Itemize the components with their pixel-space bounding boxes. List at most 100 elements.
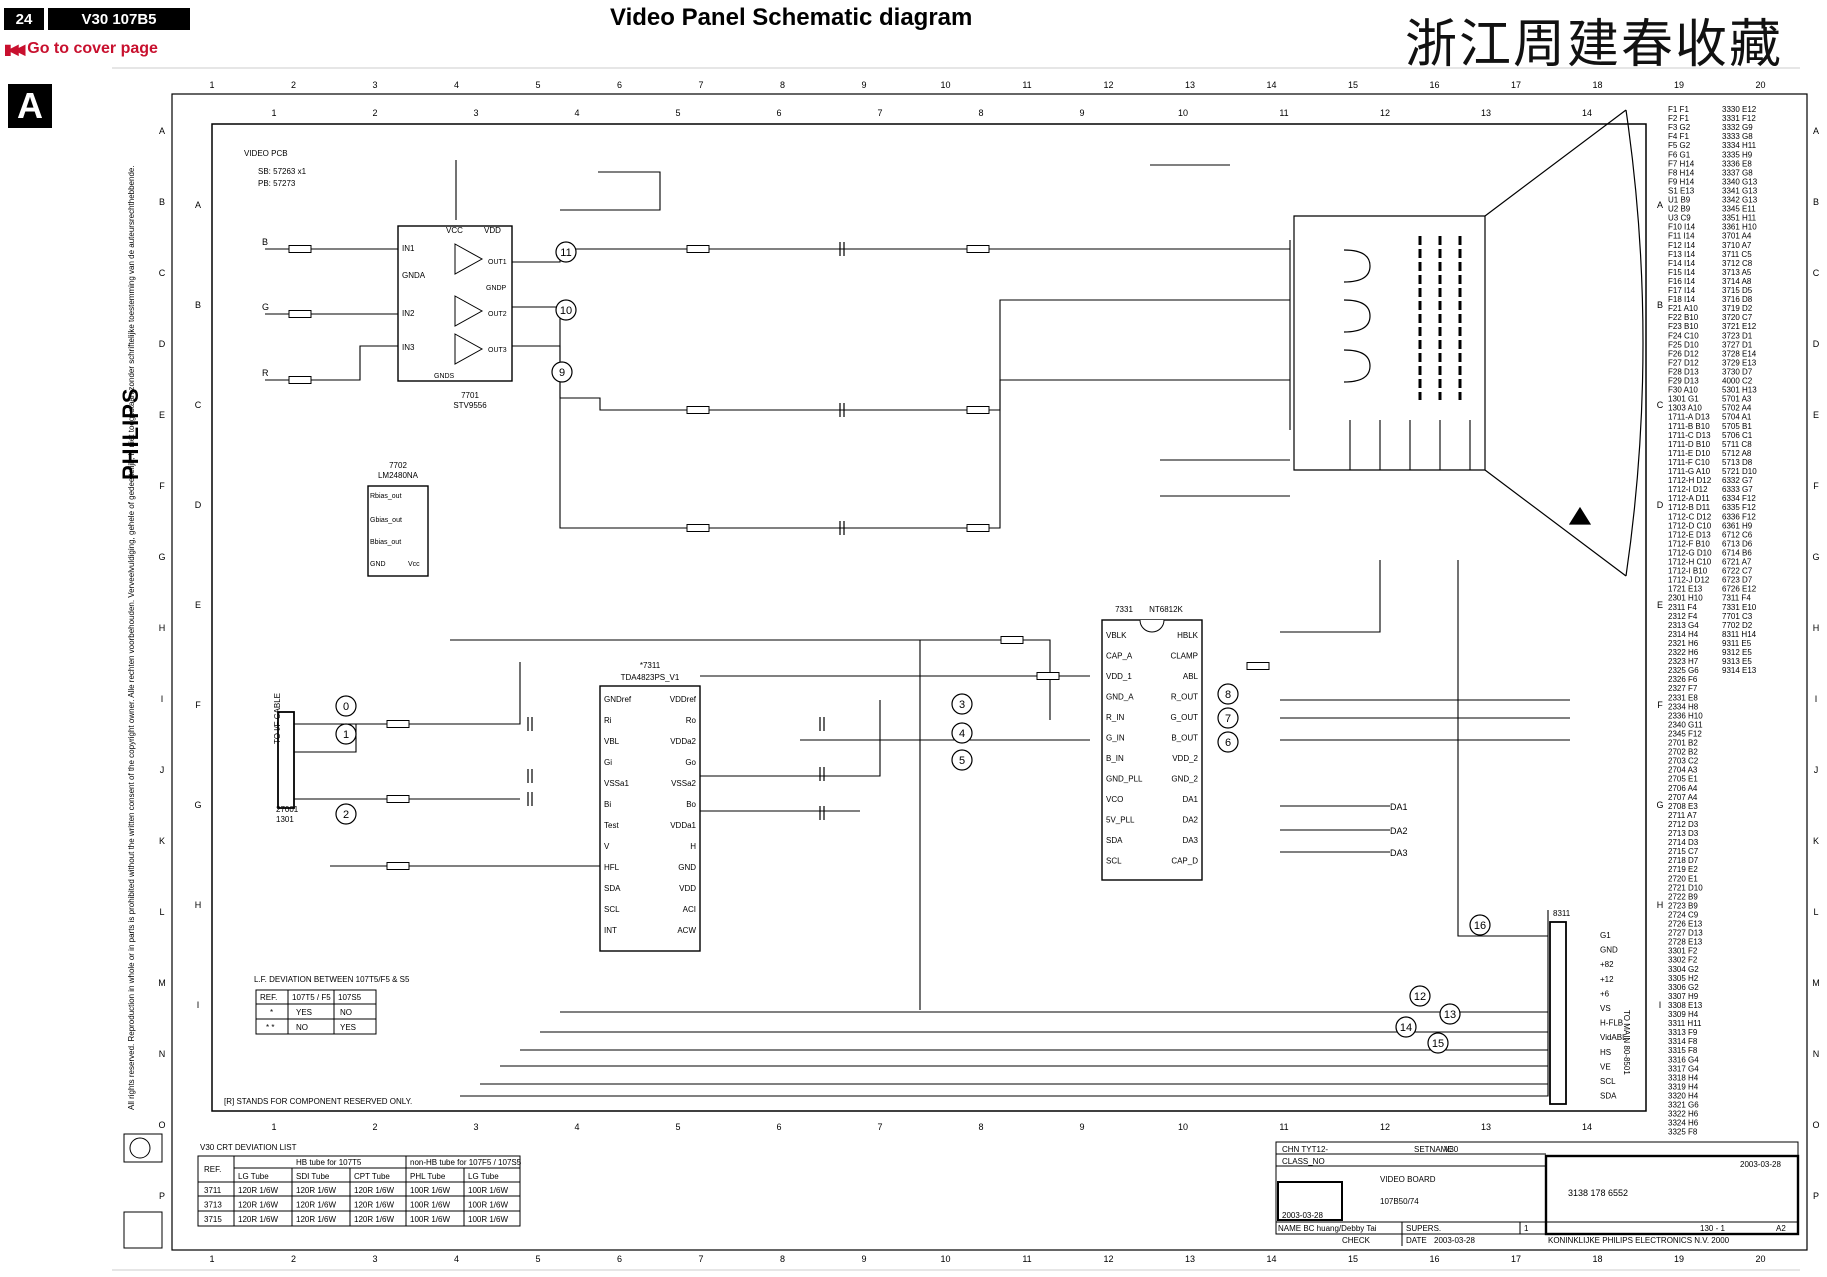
node-circle — [1217, 707, 1239, 729]
ic-pin-label: CLAMP — [1170, 652, 1198, 661]
inner-col-label: 14 — [1582, 108, 1592, 118]
parts-index-entry: 6335 F12 — [1722, 503, 1756, 512]
outer-col-label: 15 — [1348, 80, 1358, 90]
ic-7702: Rbias_out Gbias_out Bbias_out GND Vcc 77… — [367, 461, 429, 577]
inner-row-label: E — [195, 600, 201, 610]
outer-frame — [171, 93, 1808, 1251]
ic-pin-label: DA2 — [1182, 816, 1198, 825]
main-connector-pin-label: GND — [1600, 946, 1618, 955]
go-to-cover-link[interactable]: ▮◀◀ Go to cover page — [4, 40, 158, 58]
node-label: 15 — [1432, 1038, 1444, 1050]
parts-index-entry: 3302 F2 — [1668, 956, 1698, 965]
parts-index-entry: 3314 F8 — [1668, 1037, 1698, 1046]
node-circle — [1427, 1032, 1449, 1054]
node-label: 0 — [343, 701, 349, 713]
svg-text:REF.: REF. — [204, 1165, 221, 1174]
main-connector-pin-label: VS — [1600, 1004, 1611, 1013]
svg-text:NAME BC huang/Debby Tai: NAME BC huang/Debby Tai — [1278, 1224, 1377, 1233]
node-label: 6 — [1225, 737, 1231, 749]
ic-pin-label: CAP_D — [1171, 857, 1198, 866]
outer-col-label: 9 — [861, 1254, 866, 1264]
parts-index-entry: 6722 C7 — [1722, 567, 1753, 576]
svg-text:IN2: IN2 — [402, 309, 415, 318]
inner-row-label: A — [1657, 200, 1663, 210]
ic-pin-label: R_OUT — [1171, 693, 1198, 702]
parts-index-entry: F14 I14 — [1668, 259, 1696, 268]
parts-index-entry: 2313 G4 — [1668, 621, 1699, 630]
parts-index-entry: F18 I14 — [1668, 295, 1696, 304]
outer-row-label: M — [1812, 978, 1820, 988]
parts-index-entry: 3710 A7 — [1722, 241, 1752, 250]
node-label: 8 — [1225, 689, 1231, 701]
parts-index-entry: 3719 D2 — [1722, 304, 1753, 313]
svg-text:SETNAME: SETNAME — [1414, 1145, 1453, 1154]
outer-col-label: 1 — [209, 80, 214, 90]
parts-index-entry: 2340 G11 — [1668, 720, 1703, 729]
parts-index-entry: F5 G2 — [1668, 141, 1691, 150]
parts-index-entry: 2301 H10 — [1668, 594, 1703, 603]
ic-pin-label: INT — [604, 926, 617, 935]
main-connector-pin-label: HS — [1600, 1048, 1611, 1057]
copyright-text: All rights reserved. Reproduction in who… — [127, 165, 136, 1110]
inner-col-label: 4 — [574, 1122, 579, 1132]
parts-index-entry: 3319 H4 — [1668, 1082, 1699, 1091]
parts-index-entry: 1712-A D11 — [1668, 494, 1710, 503]
da1-label: DA1 — [1390, 802, 1408, 812]
crt-table-cell: 120R 1/6W — [296, 1201, 336, 1210]
parts-index-entry: 3304 G2 — [1668, 965, 1699, 974]
outer-col-label: 7 — [698, 80, 703, 90]
parts-index-entry: 3716 D8 — [1722, 295, 1753, 304]
node-circle — [951, 722, 973, 744]
inner-row-label: A — [195, 200, 201, 210]
parts-index-entry: 2312 F4 — [1668, 612, 1698, 621]
parts-index-entry: 1712-J D12 — [1668, 576, 1710, 585]
parts-index-entry: 2708 E3 — [1668, 802, 1698, 811]
outer-row-label: P — [1813, 1191, 1819, 1201]
outer-col-label: 13 — [1185, 80, 1195, 90]
outer-row-label: E — [159, 410, 165, 420]
outer-row-label: G — [158, 552, 165, 562]
parts-index-entry: F13 I14 — [1668, 250, 1696, 259]
svg-text:GNDA: GNDA — [402, 271, 426, 280]
crt-table-cell: 120R 1/6W — [354, 1201, 394, 1210]
parts-index-entry: 2718 D7 — [1668, 856, 1699, 865]
svg-text:VIDEO BOARD: VIDEO BOARD — [1380, 1175, 1436, 1184]
inner-row-label: D — [195, 500, 202, 510]
inner-col-label: 6 — [776, 108, 781, 118]
ic-pin-label: B_OUT — [1171, 734, 1198, 743]
outer-col-label: 10 — [940, 80, 950, 90]
node-circle — [1217, 731, 1239, 753]
ic-pin-label: SDA — [1106, 836, 1123, 845]
outer-row-label: F — [159, 481, 165, 491]
parts-index-entry: 3730 D7 — [1722, 367, 1753, 376]
ic-pin-label: VDDa2 — [670, 737, 696, 746]
parts-index-entry: S1 E13 — [1668, 186, 1695, 195]
parts-index-entry: 2712 D3 — [1668, 820, 1699, 829]
parts-index-entry: 9313 E5 — [1722, 657, 1752, 666]
crt-deviation-table: V30 CRT DEVIATION LIST HB tube for 107T5… — [197, 1143, 522, 1227]
parts-index-entry: 6334 F12 — [1722, 494, 1756, 503]
outer-col-label: 7 — [698, 1254, 703, 1264]
parts-index-entry: F28 D13 — [1668, 367, 1699, 376]
main-connector-pin-label: +6 — [1600, 989, 1610, 998]
parts-index-entry: 1711-D B10 — [1668, 440, 1711, 449]
page-title: Video Panel Schematic diagram — [610, 4, 973, 31]
parts-index-entry: 2702 B2 — [1668, 748, 1698, 757]
parts-index-entry: 2326 F6 — [1668, 675, 1698, 684]
inner-row-label: G — [1656, 800, 1663, 810]
outer-col-label: 8 — [780, 1254, 785, 1264]
inner-col-label: 10 — [1178, 108, 1188, 118]
parts-index-entry: 2334 H8 — [1668, 702, 1699, 711]
parts-index-entry: 3333 G8 — [1722, 132, 1753, 141]
ic-pin-label: SCL — [604, 905, 620, 914]
inner-row-label: F — [195, 700, 201, 710]
svg-text:VCC: VCC — [446, 226, 463, 235]
parts-index-entry: 2728 E13 — [1668, 938, 1703, 947]
svg-text:7331: 7331 — [1115, 605, 1133, 614]
connector-1301: TO I/F CABLE 27001 1301 — [273, 693, 299, 824]
svg-text:130 - 1: 130 - 1 — [1700, 1224, 1725, 1233]
parts-index-entry: 3729 E13 — [1722, 358, 1757, 367]
crt-table-cell: 100R 1/6W — [410, 1215, 450, 1224]
